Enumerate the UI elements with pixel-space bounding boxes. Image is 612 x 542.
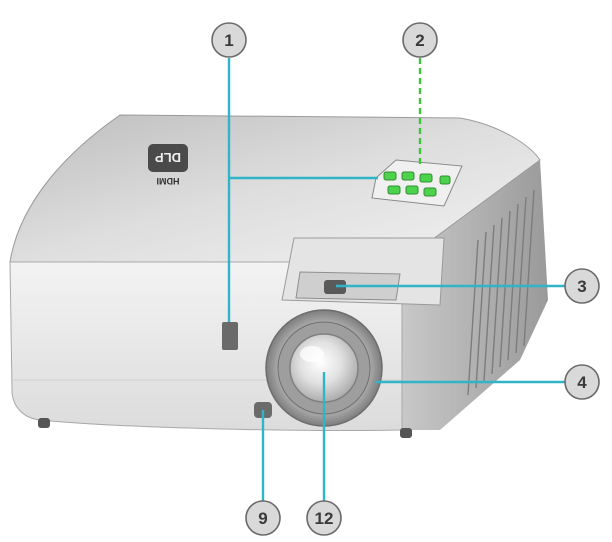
top-logo: DLP HDMI [148, 144, 188, 186]
rear-foot-right [400, 428, 412, 438]
leader-lines [227, 58, 566, 502]
hdmi-logo-text: HDMI [157, 176, 180, 186]
callout-3: 3 [564, 268, 600, 304]
keypad-button [419, 173, 433, 183]
keypad-button [401, 171, 415, 181]
lens-highlight [300, 346, 324, 362]
dlp-logo-text: DLP [155, 150, 181, 165]
callout-2: 2 [402, 22, 438, 58]
side-vents [467, 189, 535, 396]
top-panel [9, 114, 541, 263]
keypad-button [387, 185, 401, 195]
callout-label: 12 [315, 509, 334, 528]
callout-label: 4 [577, 373, 587, 392]
projector-body: DLP HDMI [9, 114, 548, 438]
keypad-button [383, 171, 397, 181]
callout-4: 4 [564, 364, 600, 400]
callout-1: 1 [211, 22, 247, 58]
callout-12: 12 [306, 500, 342, 536]
callout-label: 9 [258, 509, 267, 528]
callout-label: 3 [577, 277, 586, 296]
callout-label: 2 [415, 31, 424, 50]
keypad-button [439, 175, 451, 185]
keypad-button [405, 185, 419, 195]
ir-receiver-window [222, 322, 238, 350]
rear-foot-left [38, 418, 50, 428]
keypad [371, 159, 463, 207]
callout-label: 1 [224, 31, 233, 50]
keypad-button [423, 187, 437, 197]
zoom-focus-lever [324, 280, 346, 294]
callout-9: 9 [245, 500, 281, 536]
